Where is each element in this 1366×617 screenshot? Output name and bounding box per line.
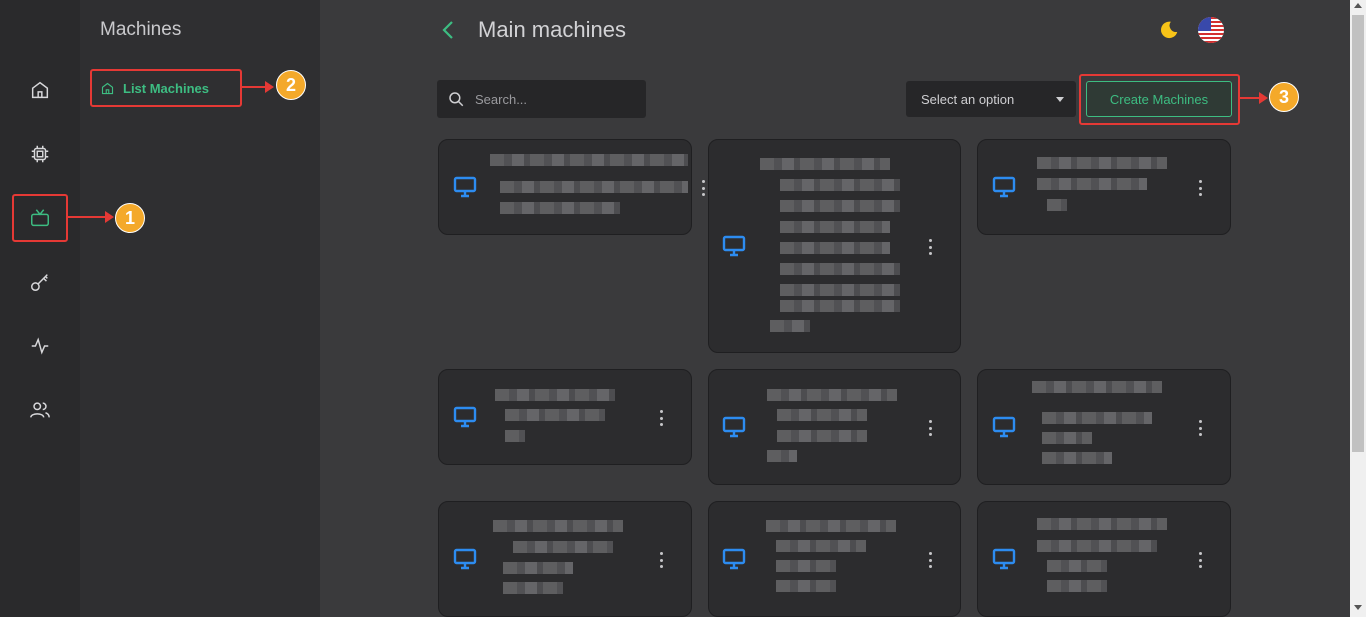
search-box [437,80,646,118]
redacted-text [780,242,890,254]
home-icon [31,81,49,99]
icon-rail [0,0,80,617]
redacted-text [780,263,900,275]
monitor-icon [453,548,477,570]
more-vert-icon[interactable] [700,180,706,196]
redacted-text [776,580,836,592]
redacted-text [770,320,810,332]
search-input[interactable] [475,91,625,107]
home-icon [101,82,114,94]
redacted-text [505,409,605,421]
redacted-text [1037,518,1167,530]
annotation-arrow-1 [68,211,114,223]
redacted-text [767,389,897,401]
monitor-icon [722,548,746,570]
annotation-box-2 [90,69,242,107]
more-vert-icon[interactable] [927,420,933,436]
select-value: Select an option [921,91,1015,107]
more-vert-icon[interactable] [658,552,664,568]
rail-chip[interactable] [24,138,56,170]
monitor-icon [992,176,1016,198]
redacted-text [780,200,900,212]
option-select[interactable]: Select an option [906,81,1076,117]
sidebar-item-list-machines[interactable]: List Machines [92,70,240,106]
more-vert-icon[interactable] [1197,420,1203,436]
redacted-text [493,520,623,532]
activity-icon [31,337,49,355]
machine-card[interactable] [708,369,961,485]
more-vert-icon[interactable] [927,552,933,568]
redacted-text [1037,540,1157,552]
monitor-icon [453,406,477,428]
redacted-text [500,181,688,193]
create-machines-button[interactable]: Create Machines [1086,81,1232,117]
scroll-up-icon[interactable] [1354,3,1362,8]
sidebar: Machines [80,0,320,617]
annotation-box-1 [12,194,68,242]
redacted-text [780,221,890,233]
annotation-badge-1: 1 [115,203,145,233]
monitor-icon [453,176,477,198]
redacted-text [1047,560,1107,572]
rail-users[interactable] [24,394,56,426]
scroll-down-icon[interactable] [1354,605,1362,610]
annotation-badge-2: 2 [276,70,306,100]
scrollbar-thumb[interactable] [1352,15,1364,452]
more-vert-icon[interactable] [1197,180,1203,196]
redacted-text [1047,199,1067,211]
redacted-text [495,389,615,401]
monitor-icon [992,416,1016,438]
redacted-text [780,179,900,191]
annotation-arrow-2 [242,81,274,93]
redacted-text [1042,452,1112,464]
redacted-text [1032,381,1162,393]
monitor-icon [992,548,1016,570]
redacted-text [760,158,890,170]
redacted-text [1042,432,1092,444]
redacted-text [503,562,573,574]
more-vert-icon[interactable] [927,239,933,255]
redacted-text [780,284,900,296]
users-icon [30,402,50,418]
redacted-text [1037,178,1147,190]
more-vert-icon[interactable] [658,410,664,426]
redacted-text [1042,412,1152,424]
sidebar-item-label: List Machines [123,80,209,96]
redacted-text [777,430,867,442]
redacted-text [1047,580,1107,592]
rail-activity[interactable] [24,330,56,362]
redacted-text [1037,157,1167,169]
redacted-text [780,300,900,312]
more-vert-icon[interactable] [1197,552,1203,568]
redacted-text [776,540,866,552]
redacted-text [777,409,867,421]
rail-home[interactable] [24,74,56,106]
monitor-icon [722,416,746,438]
redacted-text [503,582,563,594]
back-arrow-icon[interactable] [437,18,461,42]
page-title: Main machines [478,17,626,42]
moon-icon[interactable] [1158,19,1180,41]
annotation-box-3 [1079,74,1240,125]
tv-icon [31,209,49,227]
monitor-icon [722,235,746,257]
redacted-text [766,520,896,532]
redacted-text [776,560,836,572]
sidebar-title: Machines [100,19,182,40]
us-flag-icon[interactable] [1198,17,1224,43]
search-icon [449,92,464,107]
redacted-text [767,450,797,462]
redacted-text [500,202,620,214]
rail-machines[interactable] [24,202,56,234]
redacted-text [490,154,688,166]
redacted-text [513,541,613,553]
rail-key[interactable] [24,266,56,298]
annotation-arrow-3 [1240,92,1268,104]
annotation-badge-3: 3 [1269,82,1299,112]
chip-icon [31,145,49,163]
caret-down-icon [1056,96,1064,102]
redacted-text [505,430,525,442]
key-icon [31,274,48,291]
